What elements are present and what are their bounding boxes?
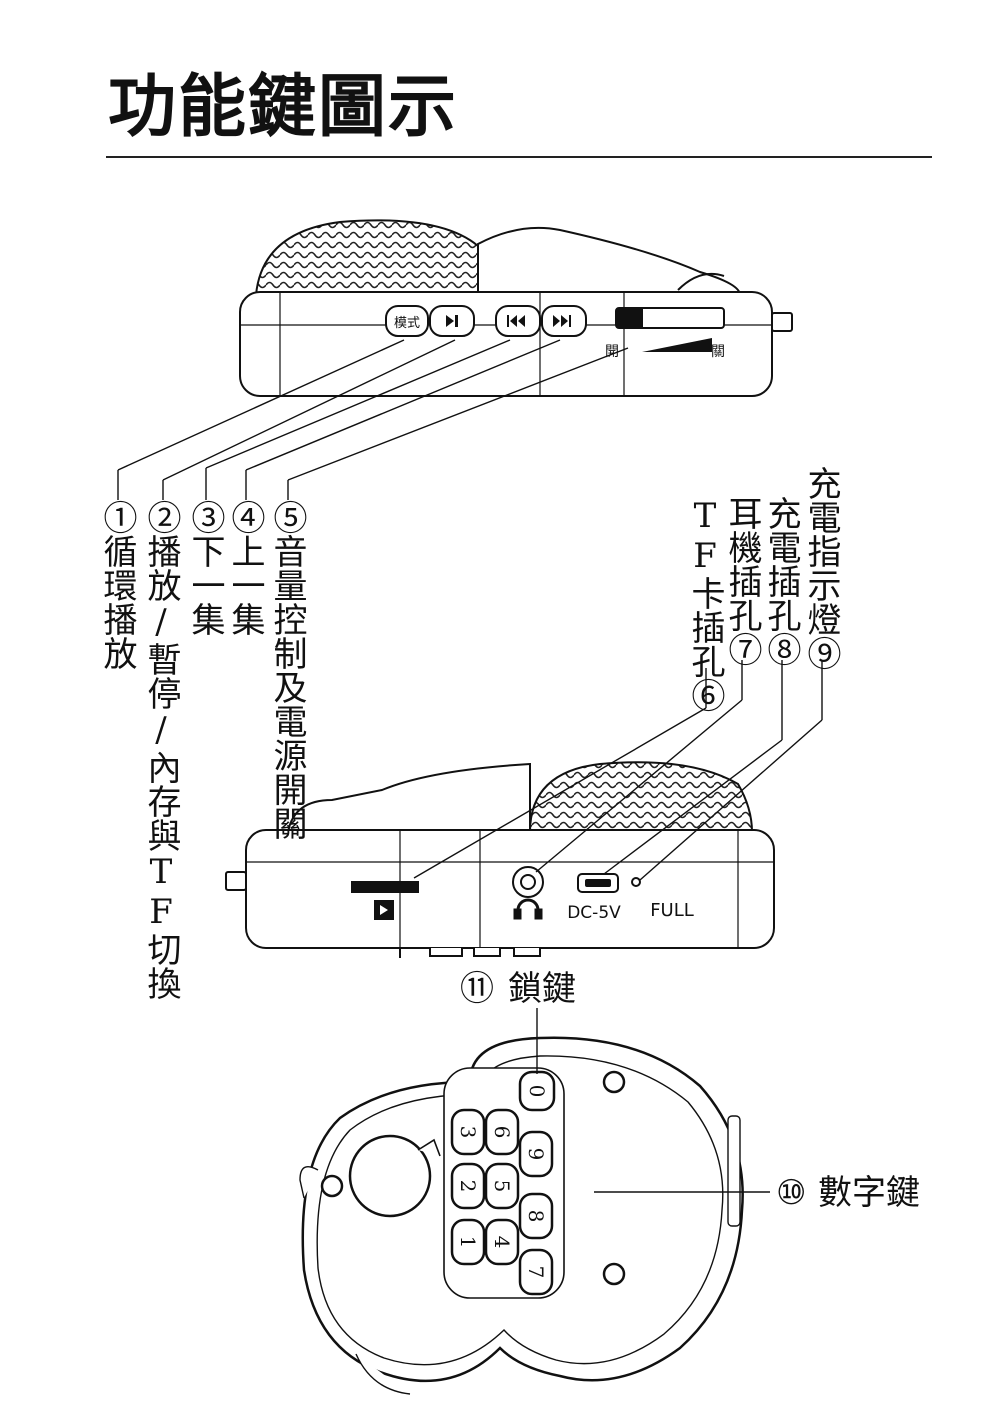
tf-card-slot[interactable] — [351, 881, 419, 893]
headphone-icon — [513, 898, 543, 920]
callout-4: ④上一集 — [225, 500, 265, 636]
leader-lines-remote — [536, 1008, 770, 1193]
callout-number: ② — [141, 500, 181, 534]
key-5[interactable] — [484, 1162, 520, 1210]
remote-keypad-device — [299, 1036, 744, 1395]
key-label: 8 — [524, 1210, 548, 1223]
full-label: FULL — [650, 900, 694, 921]
dc-5v-label: DC-5V — [567, 903, 621, 923]
callout-text: TF卡插孔 — [685, 496, 725, 678]
handle-side — [286, 762, 531, 833]
callout-number: ④ — [225, 500, 265, 534]
switch-close-label: 關 — [711, 344, 725, 360]
sd-card-icon — [374, 900, 394, 920]
callout-text: 上一集 — [225, 534, 265, 636]
previous-icon — [507, 315, 525, 327]
key-label: 6 — [490, 1126, 514, 1139]
key-3[interactable] — [450, 1108, 486, 1156]
key-label: 0 — [525, 1085, 549, 1098]
key-2[interactable] — [450, 1162, 486, 1210]
volume-wedge-icon — [642, 338, 712, 352]
callout-number: ⑨ — [801, 636, 841, 670]
leader-lines-side — [413, 660, 823, 881]
page-title: 功能鍵圖示 — [108, 68, 459, 147]
callout-text: 充電插孔 — [761, 496, 801, 632]
play-pause-icon — [446, 315, 458, 327]
title-divider — [106, 156, 932, 158]
next-icon — [553, 315, 571, 327]
callout-text: 音量控制及電源開關 — [267, 534, 307, 840]
callout-text: 耳機插孔 — [722, 496, 762, 632]
callout-8: 充電插孔⑧ — [761, 496, 801, 666]
mode-button-label: 模式 — [394, 316, 420, 331]
callout-10-text: 數字鍵 — [818, 1173, 920, 1213]
callout-7: 耳機插孔⑦ — [722, 496, 762, 666]
speaker-dome-top — [254, 219, 479, 296]
key-1[interactable] — [450, 1218, 486, 1266]
key-label: 1 — [456, 1236, 480, 1249]
callout-number: ⑦ — [722, 632, 762, 666]
rotary-dial[interactable] — [348, 1134, 432, 1218]
charge-indicator-light — [631, 877, 641, 887]
callout-number: ③ — [185, 500, 225, 534]
callout-10-number: ⑩ — [776, 1173, 806, 1213]
callout-number: ⑤ — [267, 500, 307, 534]
handle-top — [477, 226, 742, 296]
callout-text: 充電指示燈 — [801, 466, 841, 636]
callout-number: ⑥ — [685, 678, 725, 712]
mode-button[interactable] — [385, 305, 429, 337]
callout-text: 播放/暫停/內存與TF切換 — [141, 534, 181, 1000]
callout-11-text: 鎖鍵 — [508, 969, 576, 1009]
callout-text: 下一集 — [185, 534, 225, 636]
key-label: 4 — [490, 1236, 514, 1249]
callout-text: 循環播放 — [97, 534, 137, 670]
keypad-key-labels: 0 3 6 9 2 5 8 1 4 7 — [456, 1085, 549, 1279]
device-side-body — [245, 829, 775, 949]
speaker-dome-side — [528, 761, 754, 833]
key-label: 7 — [524, 1266, 548, 1279]
key-label: 5 — [490, 1180, 514, 1193]
callout-6: TF卡插孔⑥ — [685, 496, 725, 712]
key-4[interactable] — [484, 1218, 520, 1266]
callout-number: ① — [97, 500, 137, 534]
key-9[interactable] — [518, 1130, 554, 1178]
callout-number: ⑧ — [761, 632, 801, 666]
callout-3: ③下一集 — [185, 500, 225, 636]
callout-1: ①循環播放 — [97, 500, 137, 670]
key-8[interactable] — [518, 1192, 554, 1240]
leader-lines-top — [117, 339, 629, 500]
callout-2: ②播放/暫停/內存與TF切換 — [141, 500, 181, 1000]
device-top-view — [239, 219, 793, 397]
key-7[interactable] — [518, 1248, 554, 1296]
key-label: 9 — [524, 1148, 548, 1161]
callout-11-number: ⑪ — [460, 969, 494, 1009]
callout-5: ⑤音量控制及電源開關 — [267, 500, 307, 840]
callout-9: 充電指示燈⑨ — [801, 466, 841, 670]
key-label: 2 — [456, 1180, 480, 1193]
key-6[interactable] — [484, 1108, 520, 1156]
key-label: 3 — [456, 1126, 480, 1139]
device-side-view — [225, 761, 775, 958]
